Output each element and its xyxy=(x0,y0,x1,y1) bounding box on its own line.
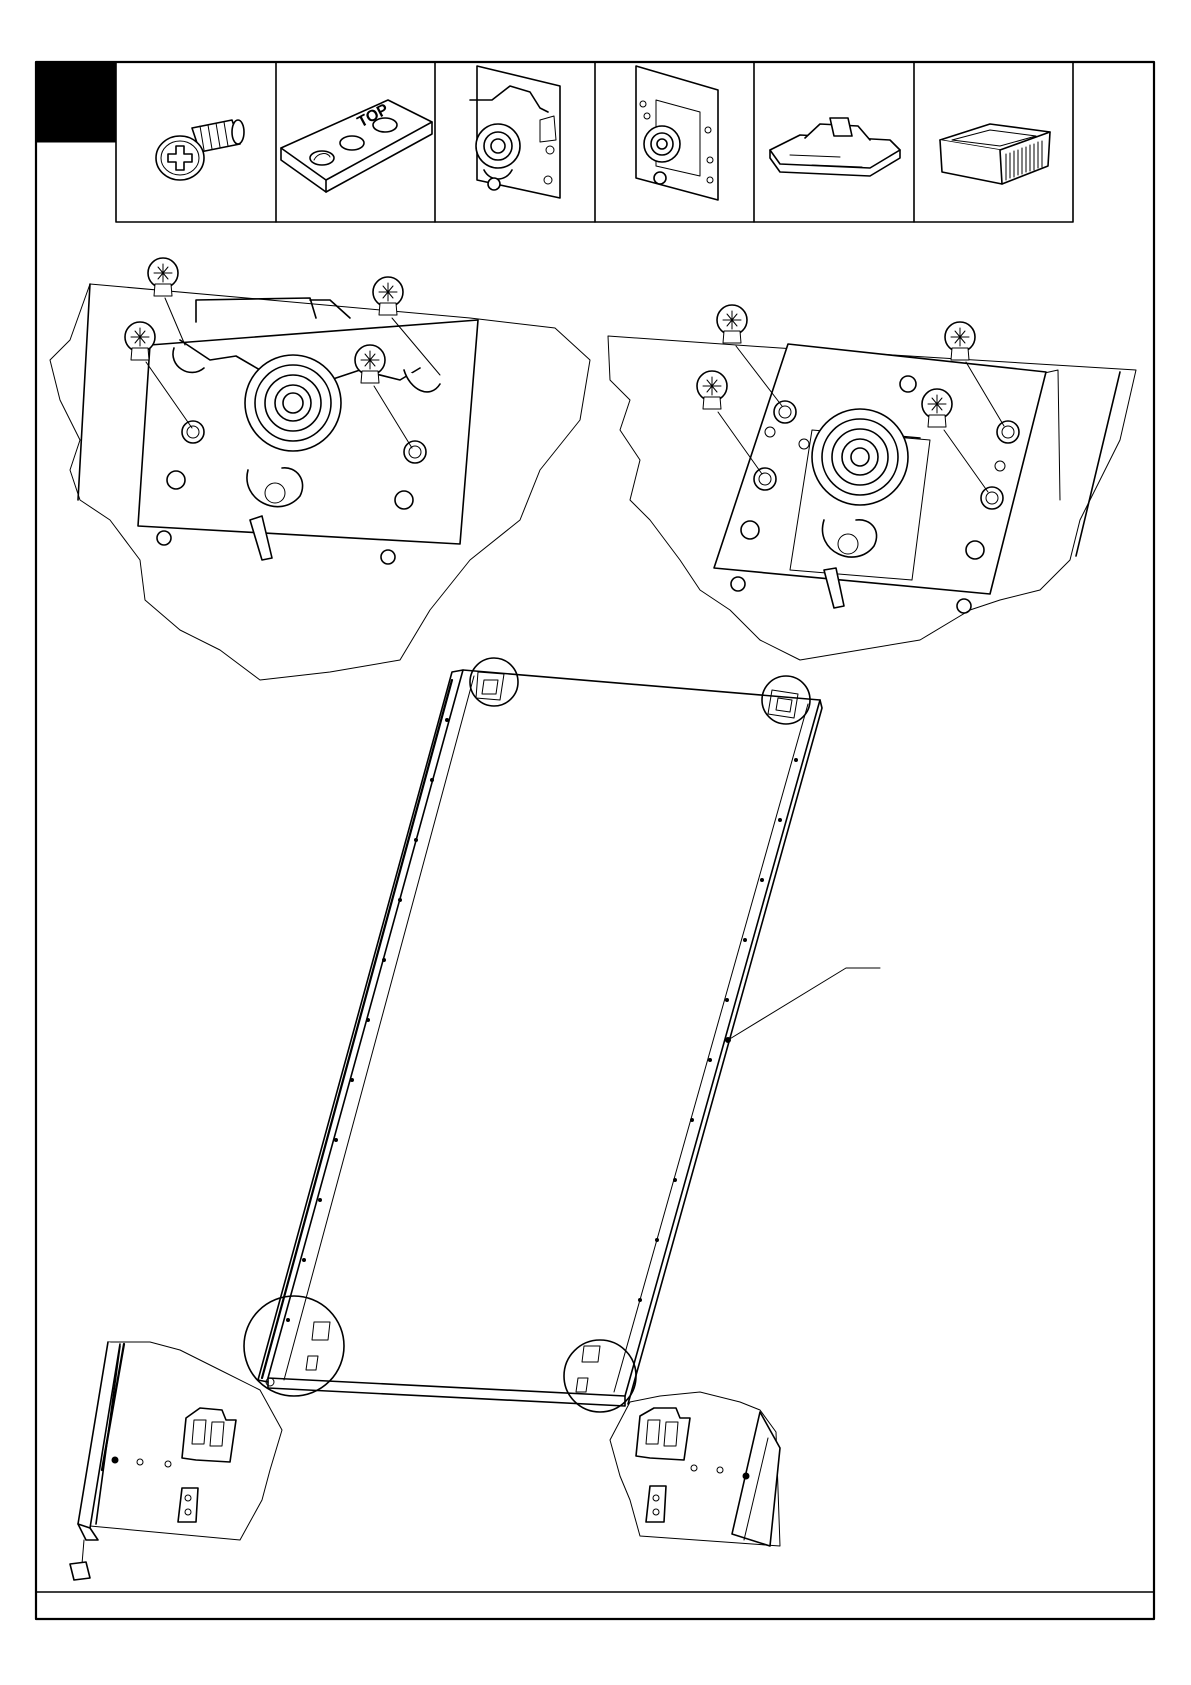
parts-strip: TOP xyxy=(116,62,1073,222)
leader-line xyxy=(728,968,880,1040)
top-roller-bracket-icon xyxy=(470,66,560,198)
bottom-right-guide-detail xyxy=(610,1392,780,1546)
door-face xyxy=(268,670,820,1396)
end-cap-icon xyxy=(70,1562,90,1580)
end-cap-icon xyxy=(940,124,1050,184)
roller-wheel xyxy=(812,409,908,505)
door-panel xyxy=(244,658,880,1412)
screw-icon xyxy=(156,120,244,180)
top-plate-icon: TOP xyxy=(281,100,432,192)
bottom-roller-bracket-icon xyxy=(636,66,718,200)
top-right-roller-detail xyxy=(608,305,1136,660)
bottom-guide-icon xyxy=(770,118,900,176)
top-left-roller-detail xyxy=(50,258,590,680)
bottom-left-guide-detail xyxy=(70,1342,282,1580)
step-badge xyxy=(36,62,116,142)
roller-wheel xyxy=(245,355,341,451)
